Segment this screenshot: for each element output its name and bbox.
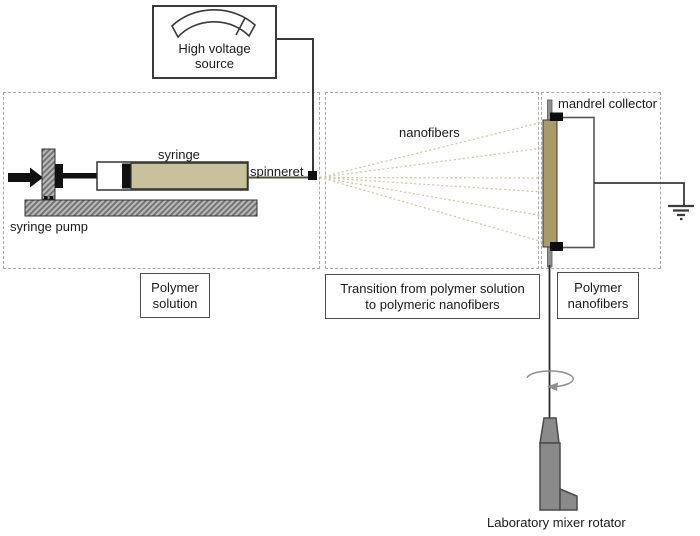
spinneret-tip (308, 171, 317, 180)
pusher-plate (41, 148, 56, 200)
gauge-icon (171, 9, 257, 39)
ground-wire (594, 182, 685, 206)
rotation-arrow-icon (526, 370, 574, 391)
mandrel-bar (542, 119, 558, 248)
mixer-body (539, 417, 578, 511)
mixer-cap (539, 417, 560, 444)
mandrel-collector-label: mandrel collector (556, 96, 659, 111)
stage-box-polymer-nanofibers: Polymer nanofibers (557, 272, 639, 319)
region-transition (325, 92, 539, 269)
pump-base (24, 199, 258, 217)
collector-bracket (555, 116, 595, 249)
plate-foot-left (44, 196, 48, 201)
mandrel-clamp-top (550, 112, 563, 121)
polymer-solution-fill (130, 162, 248, 190)
nanofibers-label: nanofibers (399, 125, 460, 140)
push-arrow-icon (8, 167, 43, 188)
stage-box-polymer-solution: Polymer solution (140, 273, 210, 318)
nanofiber-spray-lines (319, 121, 544, 243)
syringe-label: syringe (158, 147, 200, 162)
plate-foot-right (49, 196, 53, 201)
region-polymer-nanofibers (541, 92, 661, 269)
ground-icon (668, 204, 694, 221)
mandrel-clamp-bottom (550, 242, 563, 251)
mixer-trunk (539, 442, 561, 511)
high-voltage-source-label: High voltage source (178, 41, 251, 71)
stage-box-transition: Transition from polymer solution to poly… (325, 274, 540, 319)
mixer-foot (559, 487, 578, 511)
spinneret-label: spinneret (250, 164, 304, 179)
plunger-seal (122, 163, 131, 189)
high-voltage-source-box: High voltage source (152, 5, 277, 79)
laboratory-mixer-rotator-label: Laboratory mixer rotator (487, 515, 626, 530)
region-polymer-solution (3, 92, 320, 269)
plunger-rod (63, 173, 123, 179)
plunger-connector (55, 164, 63, 188)
syringe-pump-label: syringe pump (10, 219, 89, 234)
high-voltage-wire (273, 38, 314, 173)
